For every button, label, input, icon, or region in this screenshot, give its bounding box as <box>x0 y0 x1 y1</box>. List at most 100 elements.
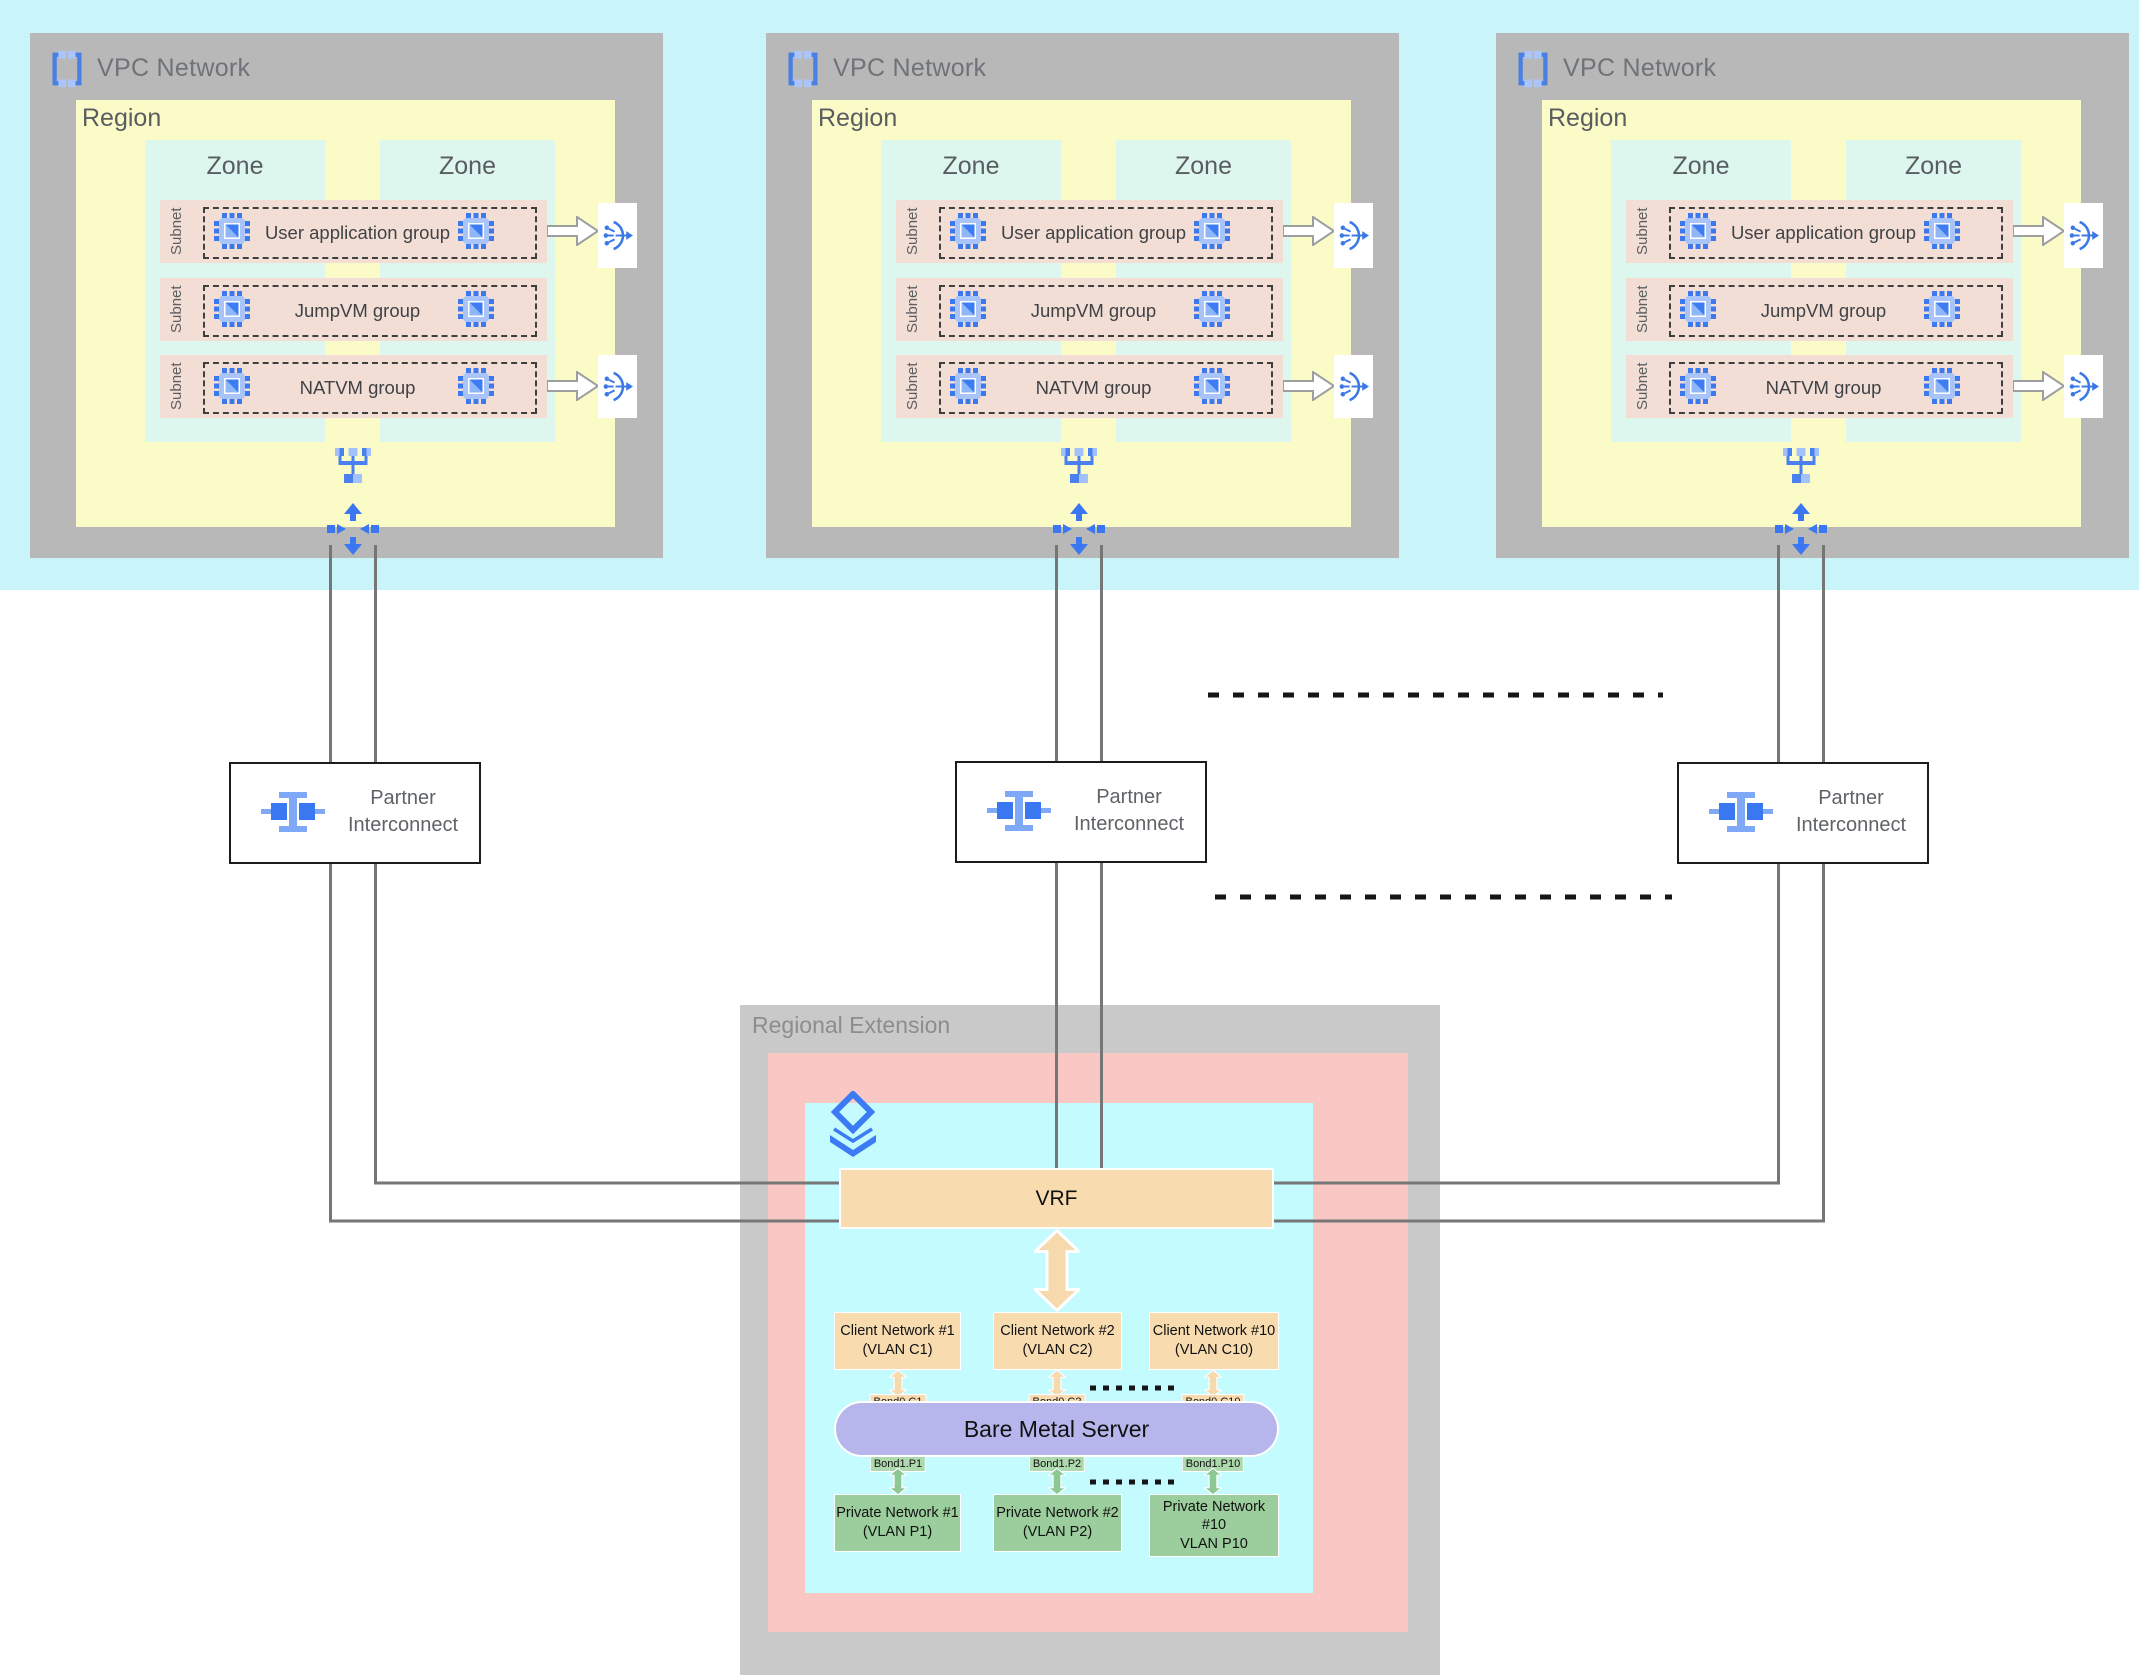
region-box: Region Zone Zone Subnet User application… <box>812 100 1373 527</box>
partner-interconnect-icon <box>987 789 1051 833</box>
subnet-row: Subnet JumpVM group <box>1626 278 2013 341</box>
client-network-box: Client Network #10 (VLAN C10) <box>1149 1312 1279 1370</box>
vm-instance-icon <box>1924 368 1960 404</box>
bond-label: Bond1.P10 <box>1181 1456 1245 1472</box>
load-balancer-icon <box>2068 371 2099 402</box>
region-label: Region <box>818 104 898 132</box>
partner-interconnect-label: Partner Interconnect <box>1060 784 1198 838</box>
private-network-vlan: (VLAN P2) <box>1022 1524 1093 1540</box>
pi-label-line1: Partner <box>1096 786 1162 808</box>
pi-label-line1: Partner <box>1818 787 1884 809</box>
vm-group-box: JumpVM group <box>939 285 1273 337</box>
partner-interconnect-box: Partner Interconnect <box>229 762 481 864</box>
load-balancer-icon <box>1338 220 1369 251</box>
vm-group-box: JumpVM group <box>203 285 537 337</box>
subnet-label: Subnet <box>168 285 185 334</box>
partner-interconnect-label: Partner Interconnect <box>334 785 472 839</box>
egress-arrow <box>2013 371 2065 401</box>
vm-instance-icon <box>1680 368 1716 404</box>
subnet-label: Subnet <box>168 362 185 411</box>
vm-instance-icon <box>950 291 986 327</box>
subnet-label: Subnet <box>168 207 185 256</box>
load-balancer-icon <box>1338 371 1369 402</box>
vm-instance-icon <box>1924 213 1960 249</box>
vm-group-box: User application group <box>203 207 537 259</box>
partner-interconnect-label: Partner Interconnect <box>1782 785 1920 839</box>
subnet-row: Subnet NATVM group <box>1626 355 2013 418</box>
client-network-box: Client Network #1 (VLAN C1) <box>834 1312 961 1370</box>
vm-instance-icon <box>1680 213 1716 249</box>
vpc-network-icon <box>47 48 87 90</box>
vm-instance-icon <box>1194 291 1230 327</box>
vpc-title: VPC Network <box>1563 54 1717 82</box>
vm-instance-icon <box>214 368 250 404</box>
vm-group-label: NATVM group <box>1765 377 1882 398</box>
vpc-network-block: VPC Network Region Zone Zone Subnet User… <box>30 33 663 558</box>
cloud-router-icon <box>327 503 379 555</box>
subnet-row: Subnet NATVM group <box>896 355 1283 418</box>
vpc-title: VPC Network <box>97 54 251 82</box>
partner-interconnect-icon <box>261 790 325 834</box>
subnet-row: Subnet User application group <box>896 200 1283 263</box>
vm-instance-icon <box>1924 291 1960 327</box>
vm-group-box: User application group <box>939 207 1273 259</box>
regional-extension-content: VRF Client Network #1 (VLAN C1) Client N… <box>740 1005 1440 1675</box>
private-bond-arrow <box>1048 1468 1066 1495</box>
pi-label-line2: Interconnect <box>1795 814 1907 836</box>
subnet-label: Subnet <box>904 362 921 411</box>
private-network-extra: VLAN P10 <box>1180 1535 1248 1552</box>
private-network-name: Private Network <box>1162 1498 1266 1515</box>
client-network-vlan: (VLAN C10) <box>1174 1342 1254 1358</box>
vrf-box: VRF <box>839 1168 1274 1229</box>
vm-group-label: NATVM group <box>299 377 416 398</box>
private-bond-arrow <box>889 1468 907 1495</box>
load-balancer-icon <box>602 220 633 251</box>
vpc-network-icon <box>783 48 823 90</box>
vm-group-label: NATVM group <box>1035 377 1152 398</box>
private-bond-arrow <box>1204 1468 1222 1495</box>
egress-arrow <box>547 216 599 246</box>
private-network-box: Private Network #2 (VLAN P2) <box>993 1494 1122 1552</box>
subnet-label: Subnet <box>904 285 921 334</box>
subnet-label: Subnet <box>1634 362 1651 411</box>
vm-group-label: User application group <box>1730 222 1917 243</box>
egress-arrow <box>1283 216 1335 246</box>
load-balancer-icon <box>2068 220 2099 251</box>
load-balancer-box <box>598 203 637 268</box>
subnet-row: Subnet NATVM group <box>160 355 547 418</box>
interconnect-layers-icon <box>820 1091 886 1163</box>
vm-group-box: User application group <box>1669 207 2003 259</box>
vm-instance-icon <box>1194 213 1230 249</box>
vpc-network-icon <box>1513 48 1553 90</box>
cloud-router-icon <box>1053 503 1105 555</box>
vm-instance-icon <box>214 213 250 249</box>
private-network-box: Private Network #1 (VLAN P1) <box>834 1494 961 1552</box>
vm-instance-icon <box>1194 368 1230 404</box>
client-network-name: Client Network #1 <box>840 1323 955 1340</box>
partner-interconnect-icon <box>1709 790 1773 834</box>
region-label: Region <box>82 104 162 132</box>
egress-arrow <box>2013 216 2065 246</box>
client-network-vlan: (VLAN C2) <box>1022 1342 1093 1358</box>
vm-group-label: User application group <box>1000 222 1187 243</box>
zone-label: Zone <box>1672 152 1730 180</box>
client-bond-arrow <box>1048 1370 1066 1397</box>
subnet-row: Subnet User application group <box>1626 200 2013 263</box>
load-balancer-box <box>2064 203 2103 268</box>
zone-label: Zone <box>439 152 496 180</box>
client-network-name: Client Network #10 <box>1152 1323 1276 1340</box>
client-network-vlan: (VLAN C1) <box>862 1342 933 1358</box>
vm-instance-icon <box>950 368 986 404</box>
subnet-row: Subnet JumpVM group <box>160 278 547 341</box>
zone-label: Zone <box>942 152 1000 180</box>
subnet-row: Subnet JumpVM group <box>896 278 1283 341</box>
vpc-header: VPC Network <box>30 33 663 100</box>
pi-label-line2: Interconnect <box>347 814 459 836</box>
load-balancer-box <box>598 355 637 418</box>
load-balancer-box <box>2064 355 2103 418</box>
zone-label: Zone <box>1905 152 1962 180</box>
partner-interconnect-box: Partner Interconnect <box>955 761 1207 863</box>
vm-instance-icon <box>214 291 250 327</box>
subnet-label: Subnet <box>904 207 921 256</box>
